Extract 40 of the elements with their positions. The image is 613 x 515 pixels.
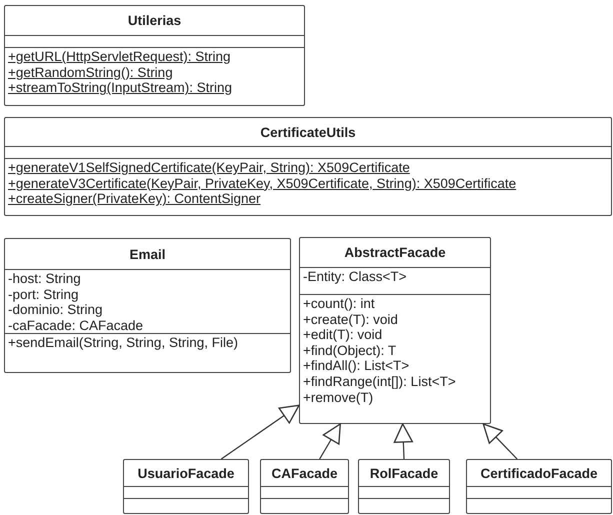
class-member: +findRange(int[]): List<T> — [303, 374, 456, 390]
class-box — [358, 459, 450, 514]
class-box — [466, 459, 612, 514]
static-method: +streamToString(InputStream): String — [8, 80, 232, 96]
class-member: +create(T): void — [303, 312, 398, 328]
inheritance-arrow — [394, 423, 413, 460]
class-name: CertificateUtils — [260, 124, 356, 140]
inheritance-arrow — [220, 404, 300, 460]
class-name: RolFacade — [370, 466, 438, 480]
class-member: +findAll(): List<T> — [303, 358, 410, 374]
class-member: -host: String — [8, 271, 81, 287]
class-member: -Entity: Class<T> — [303, 269, 407, 285]
class-member: +sendEmail(String, String, String, File) — [8, 335, 238, 351]
inheritance-arrow — [482, 423, 518, 460]
class-name: UsuarioFacade — [138, 466, 234, 480]
class-box — [4, 238, 291, 373]
class-name: CAFacade — [271, 466, 338, 480]
class-member: -caFacade: CAFacade — [8, 318, 144, 334]
class-name: AbstractFacade — [344, 245, 446, 260]
class-box — [260, 459, 349, 514]
class-name: Utilerias — [128, 13, 182, 28]
class-member: +find(Object): T — [303, 342, 396, 358]
static-method: +getURL(HttpServletRequest): String — [8, 49, 230, 65]
class-box — [123, 459, 249, 514]
class-member: -dominio: String — [8, 302, 103, 318]
class-member: +edit(T): void — [303, 327, 382, 343]
class-name: CertificadoFacade — [480, 466, 598, 480]
static-method: +generateV1SelfSignedCertificate(KeyPair, String): X509Certificate — [8, 160, 410, 176]
class-member: +count(): int — [303, 296, 375, 312]
class-box — [4, 117, 612, 216]
inheritance-arrow — [319, 423, 341, 460]
static-method: +createSigner(PrivateKey): ContentSigner — [8, 191, 261, 207]
class-member: -port: String — [8, 286, 79, 302]
static-method: +getRandomString(): String — [8, 64, 173, 80]
member-compartment — [5, 269, 290, 333]
class-member: +remove(T) — [303, 390, 374, 406]
static-method: +generateV3Certificate(KeyPair, PrivateKey, X509Certificate, String): X509Certificate — [8, 176, 516, 192]
class-box — [4, 5, 305, 106]
class-box — [299, 237, 491, 424]
class-name: Email — [129, 246, 166, 262]
